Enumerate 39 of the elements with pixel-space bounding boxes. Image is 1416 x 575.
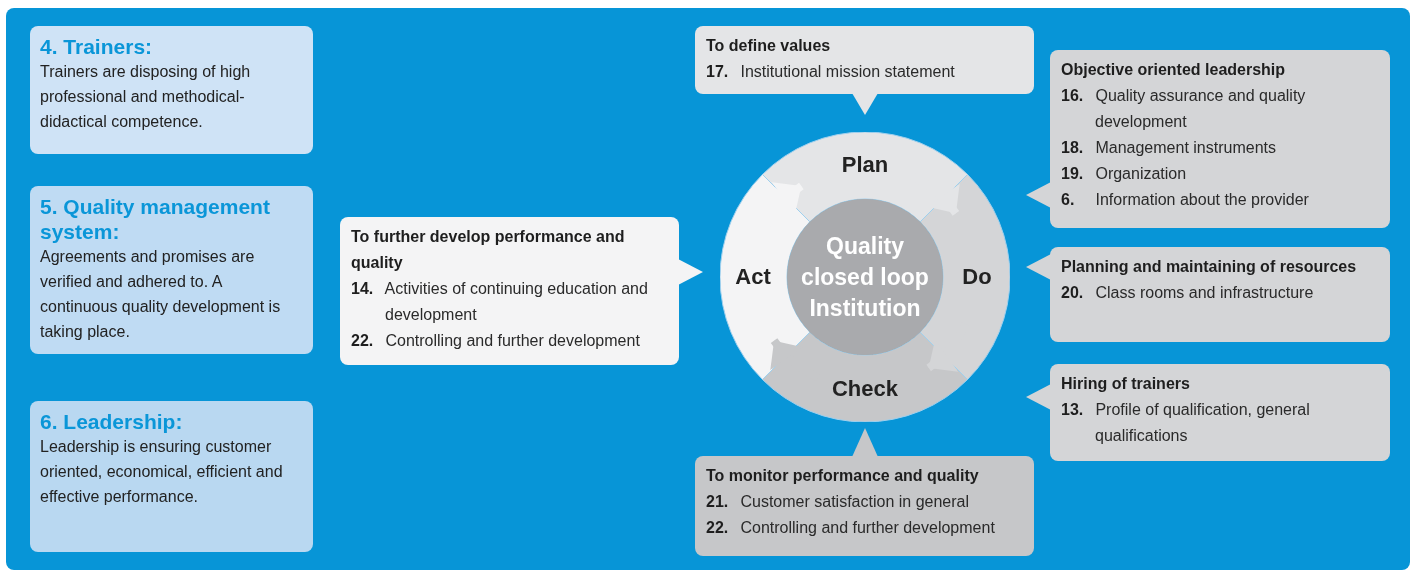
callout-heading: To define values xyxy=(706,36,832,56)
callout-bubble xyxy=(1026,247,1390,342)
callout-bubble xyxy=(340,217,703,365)
cycle-segment xyxy=(762,132,968,222)
card-heading: 5. Quality management system: xyxy=(40,194,271,244)
info-card xyxy=(30,186,313,354)
phase-label: Do xyxy=(962,264,992,290)
callout-heading: Planning and maintaining of resources xyxy=(1061,257,1358,277)
list-item: 16. Quality assurance and quality development xyxy=(1061,86,1307,132)
list-item: 17. Institutional mission statement xyxy=(706,62,956,82)
list-item: 13. Profile of qualification, general qualifications xyxy=(1061,400,1311,446)
list-item: 6. Information about the provider xyxy=(1061,190,1310,210)
list-item: 20. Class rooms and infrastructure xyxy=(1061,283,1315,303)
callout-bubble xyxy=(695,428,1034,556)
callout-heading: Hiring of trainers xyxy=(1061,374,1191,394)
info-card xyxy=(30,401,313,552)
card-text: Agreements and promises are verified and adhered to. A continuous quality development is taking place. xyxy=(40,247,282,342)
phase-label: Plan xyxy=(841,152,889,178)
info-card xyxy=(30,26,313,154)
card-heading: 6. Leadership: xyxy=(40,409,184,434)
callout-bubble xyxy=(1026,50,1390,228)
list-item: 19. Organization xyxy=(1061,164,1188,184)
phase-label: Check xyxy=(832,376,898,402)
list-item: 18. Management instruments xyxy=(1061,138,1277,158)
phase-label: Act xyxy=(735,264,771,290)
list-item: 22. Controlling and further development xyxy=(351,331,641,351)
list-item: 22. Controlling and further development xyxy=(706,518,996,538)
card-text: Trainers are disposing of high professional and methodical-didactical competence. xyxy=(40,62,252,132)
card-heading: 4. Trainers: xyxy=(40,34,154,59)
list-item: 21. Customer satisfaction in general xyxy=(706,492,970,512)
card-text: Leadership is ensuring customer oriented, economical, efficient and effective performance. xyxy=(40,437,284,507)
list-item: 14. Activities of continuing education and development xyxy=(351,279,649,325)
cycle-segment xyxy=(762,332,968,422)
callout-bubble xyxy=(695,26,1034,115)
callout-heading: To further develop performance and quality xyxy=(351,227,626,273)
hub-label: Quality closed loop Institution xyxy=(800,231,930,323)
callout-bubble xyxy=(1026,364,1390,461)
callout-heading: To monitor performance and quality xyxy=(706,466,980,486)
callout-heading: Objective oriented leadership xyxy=(1061,60,1287,80)
